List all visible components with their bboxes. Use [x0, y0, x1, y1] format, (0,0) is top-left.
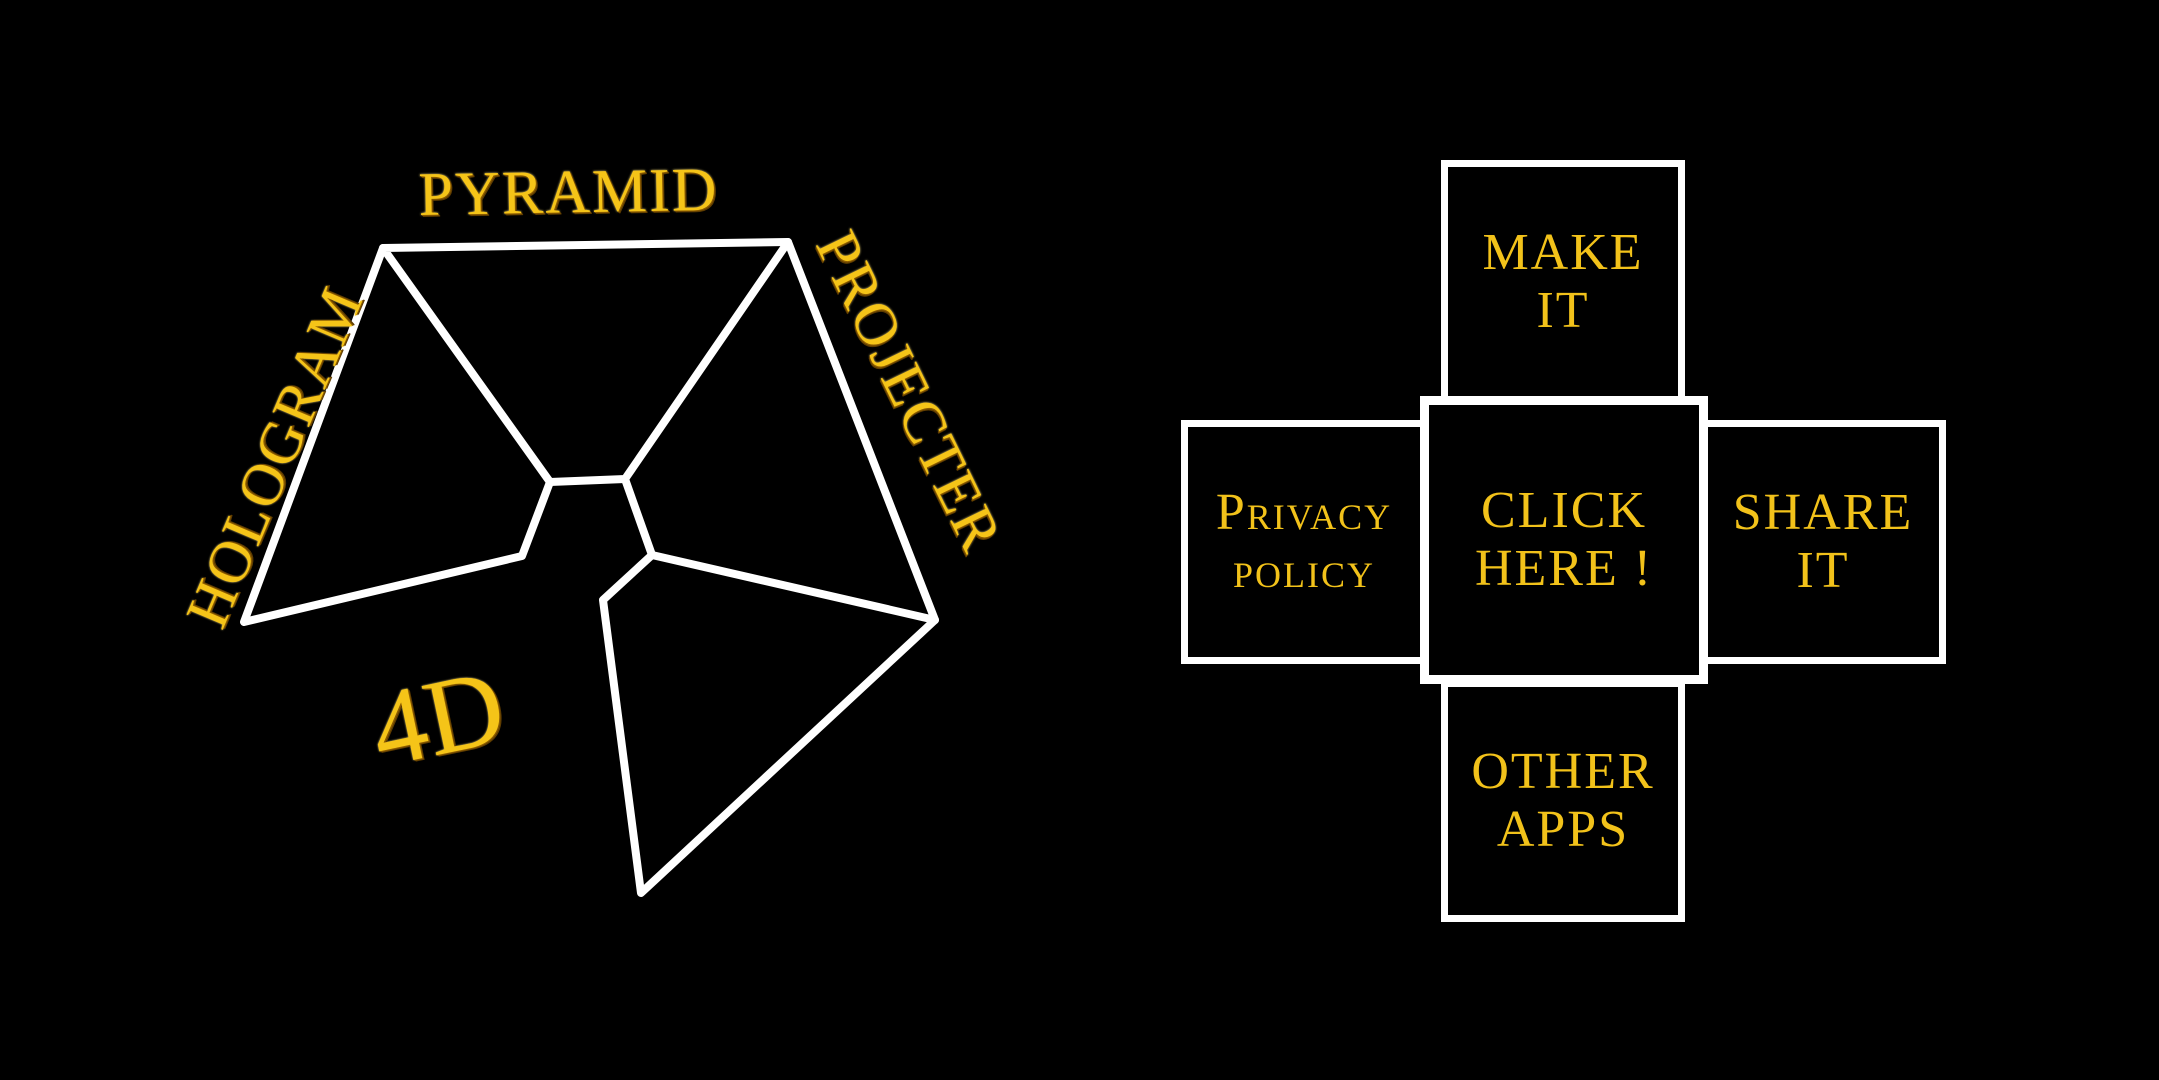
make-it-line2: IT	[1536, 282, 1590, 339]
pyramid-face-right	[621, 238, 939, 624]
other-apps-line1: OTHER	[1471, 743, 1655, 800]
other-apps-button[interactable]: OTHER APPS	[1441, 680, 1685, 922]
privacy-policy-line2: policy	[1232, 542, 1375, 599]
make-it-button[interactable]: MAKE IT	[1441, 160, 1685, 404]
pyramid-outline-icon	[240, 238, 939, 897]
make-it-line1: MAKE	[1482, 224, 1644, 281]
logo-badge-4d: 4D	[360, 646, 515, 791]
click-here-label: CLICK HERE !	[1475, 482, 1653, 598]
other-apps-line2: APPS	[1496, 801, 1630, 858]
make-it-label: MAKE IT	[1482, 224, 1643, 340]
pyramid-face-top	[379, 238, 792, 486]
logo-title-pyramid: PYRAMID	[417, 155, 720, 229]
click-here-button[interactable]: CLICK HERE !	[1420, 396, 1708, 684]
share-it-line1: SHARE	[1732, 484, 1914, 541]
privacy-policy-line1: Privacy	[1215, 484, 1393, 541]
privacy-policy-button[interactable]: Privacy policy	[1181, 420, 1427, 664]
share-it-label: SHARE IT	[1733, 484, 1913, 600]
privacy-policy-label: Privacy policy	[1216, 484, 1392, 600]
click-here-line1: CLICK	[1481, 482, 1647, 539]
click-here-line2: HERE !	[1474, 540, 1654, 597]
pyramid-face-bottom	[599, 551, 939, 897]
pyramid-face-left	[240, 244, 554, 626]
share-it-button[interactable]: SHARE IT	[1700, 420, 1946, 664]
other-apps-label: OTHER APPS	[1471, 743, 1654, 859]
share-it-line2: IT	[1796, 542, 1850, 599]
